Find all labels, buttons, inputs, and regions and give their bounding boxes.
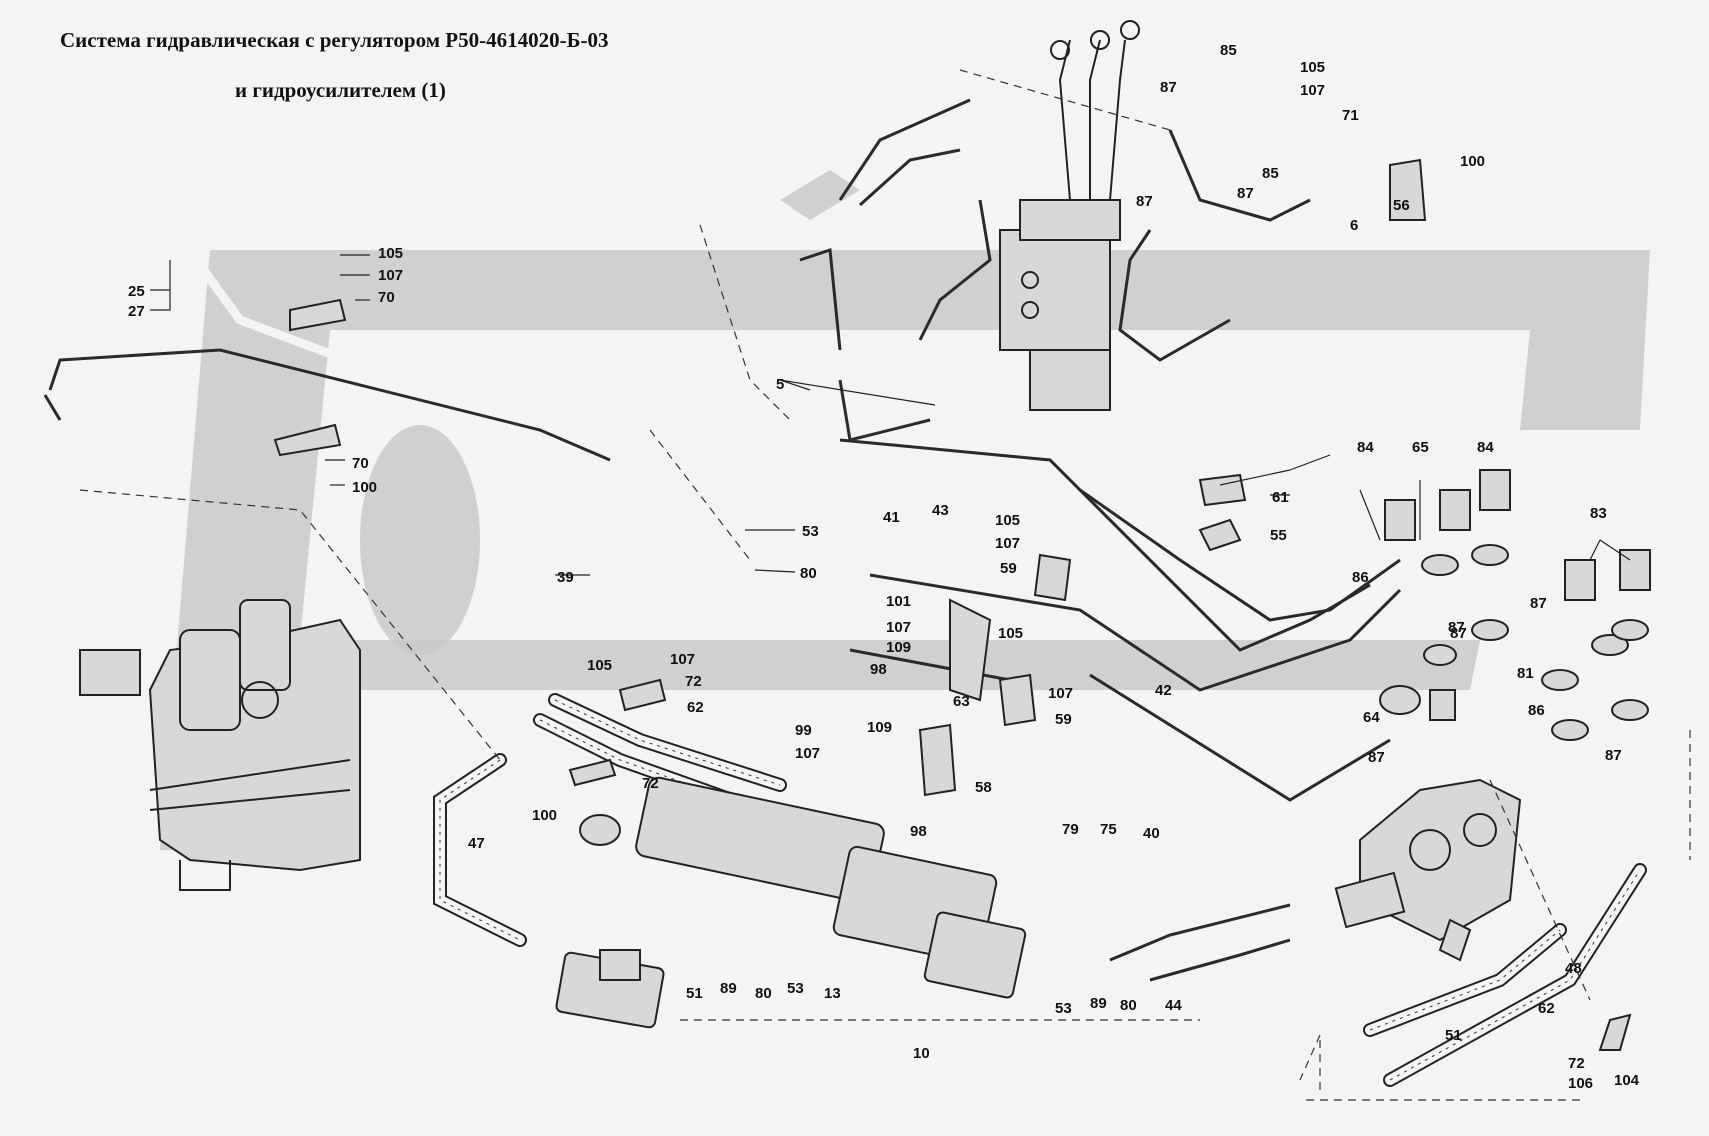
callout: 59 <box>1055 711 1072 728</box>
callout: 5 <box>776 376 784 393</box>
callout: 40 <box>1143 825 1160 842</box>
callout: 101 <box>886 593 911 610</box>
callout: 80 <box>755 985 772 1002</box>
callout: 70 <box>352 455 369 472</box>
callout: 86 <box>1352 569 1369 586</box>
callout: 58 <box>975 779 992 796</box>
callout: 107 <box>886 619 911 636</box>
callout: 87 <box>1530 595 1547 612</box>
callout: 105 <box>378 245 403 262</box>
callout: 71 <box>1342 107 1359 124</box>
diagram-title: Система гидравлическая с регулятором Р50… <box>60 28 609 52</box>
callout: 80 <box>800 565 817 582</box>
callout: 83 <box>1590 505 1607 522</box>
callout: 109 <box>867 719 892 736</box>
callout: 42 <box>1155 682 1172 699</box>
callout: 100 <box>532 807 557 824</box>
hydro-cylinder <box>579 776 1027 999</box>
callout: 87 <box>1136 193 1153 210</box>
callout: 81 <box>1517 665 1534 682</box>
callout: 70 <box>378 289 395 306</box>
callout: 105 <box>587 657 612 674</box>
callout: 107 <box>995 535 1020 552</box>
callout: 51 <box>1445 1027 1462 1044</box>
callout: 80 <box>1120 997 1137 1014</box>
callout: 59 <box>1000 560 1017 577</box>
callout: 53 <box>1055 1000 1072 1017</box>
callout: 25 <box>128 283 145 300</box>
pipe-network <box>43 195 1402 982</box>
callout: 63 <box>953 693 970 710</box>
callout: 107 <box>1048 685 1073 702</box>
callout: 84 <box>1357 439 1374 456</box>
callout: 61 <box>1272 489 1289 506</box>
leader-lines <box>150 254 1631 576</box>
callout: 87 <box>1237 185 1254 202</box>
callout: 84 <box>1477 439 1494 456</box>
callout: 72 <box>685 673 702 690</box>
fittings-stack <box>1379 469 1651 741</box>
callout: 62 <box>687 699 704 716</box>
callout: 64 <box>1363 709 1380 726</box>
callout: 51 <box>686 985 703 1002</box>
callout: 107 <box>1300 82 1325 99</box>
oil-tank-assembly <box>79 599 361 891</box>
dashed-assembly-lines <box>79 69 1691 1101</box>
callout: 62 <box>1538 1000 1555 1017</box>
callout: 89 <box>720 980 737 997</box>
callout-labels: 85 105 107 87 71 85 87 100 87 56 6 105 1… <box>128 42 1640 1092</box>
callout: 47 <box>468 835 485 852</box>
callout: 44 <box>1165 997 1182 1014</box>
callout: 87 <box>1160 79 1177 96</box>
callout: 98 <box>910 823 927 840</box>
callout: 39 <box>557 569 574 586</box>
callout: 89 <box>1090 995 1107 1012</box>
callout: 86 <box>1528 702 1545 719</box>
callout: 13 <box>824 985 841 1002</box>
callout: 53 <box>787 980 804 997</box>
callout: 106 <box>1568 1075 1593 1092</box>
callout: 27 <box>128 303 145 320</box>
callout: 6 <box>1350 217 1358 234</box>
callout: 65 <box>1412 439 1429 456</box>
callout: 100 <box>352 479 377 496</box>
callout: 43 <box>932 502 949 519</box>
callout: 105 <box>995 512 1020 529</box>
callout: 72 <box>642 775 659 792</box>
diagram-subtitle: и гидроусилителем (1) <box>235 78 446 102</box>
callout: 55 <box>1270 527 1287 544</box>
callout: 104 <box>1614 1072 1640 1089</box>
callout: 100 <box>1460 153 1485 170</box>
callout: 79 <box>1062 821 1079 838</box>
callout: 48 <box>1565 960 1582 977</box>
callout: 105 <box>998 625 1023 642</box>
callout: 41 <box>883 509 900 526</box>
callout: 75 <box>1100 821 1117 838</box>
callout: 87 <box>1448 619 1465 636</box>
callout: 53 <box>802 523 819 540</box>
callout: 87 <box>1450 625 1467 642</box>
callout: 109 <box>886 639 911 656</box>
brackets <box>273 158 1632 1051</box>
callout: 87 <box>1368 749 1385 766</box>
callout: 85 <box>1262 165 1279 182</box>
callout: 85 <box>1220 42 1237 59</box>
callout: 98 <box>870 661 887 678</box>
callout: 99 <box>795 722 812 739</box>
callout: 107 <box>670 651 695 668</box>
callout: 107 <box>378 267 403 284</box>
callout: 10 <box>913 1045 930 1062</box>
callout: 56 <box>1393 197 1410 214</box>
distributor-valve <box>999 20 1140 411</box>
callout: 87 <box>1605 747 1622 764</box>
callout: 105 <box>1300 59 1325 76</box>
regulator-unit <box>1334 778 1522 942</box>
callout: 72 <box>1568 1055 1585 1072</box>
callout: 107 <box>795 745 820 762</box>
small-cylinder <box>555 949 665 1029</box>
distributor-lines <box>799 98 1311 442</box>
